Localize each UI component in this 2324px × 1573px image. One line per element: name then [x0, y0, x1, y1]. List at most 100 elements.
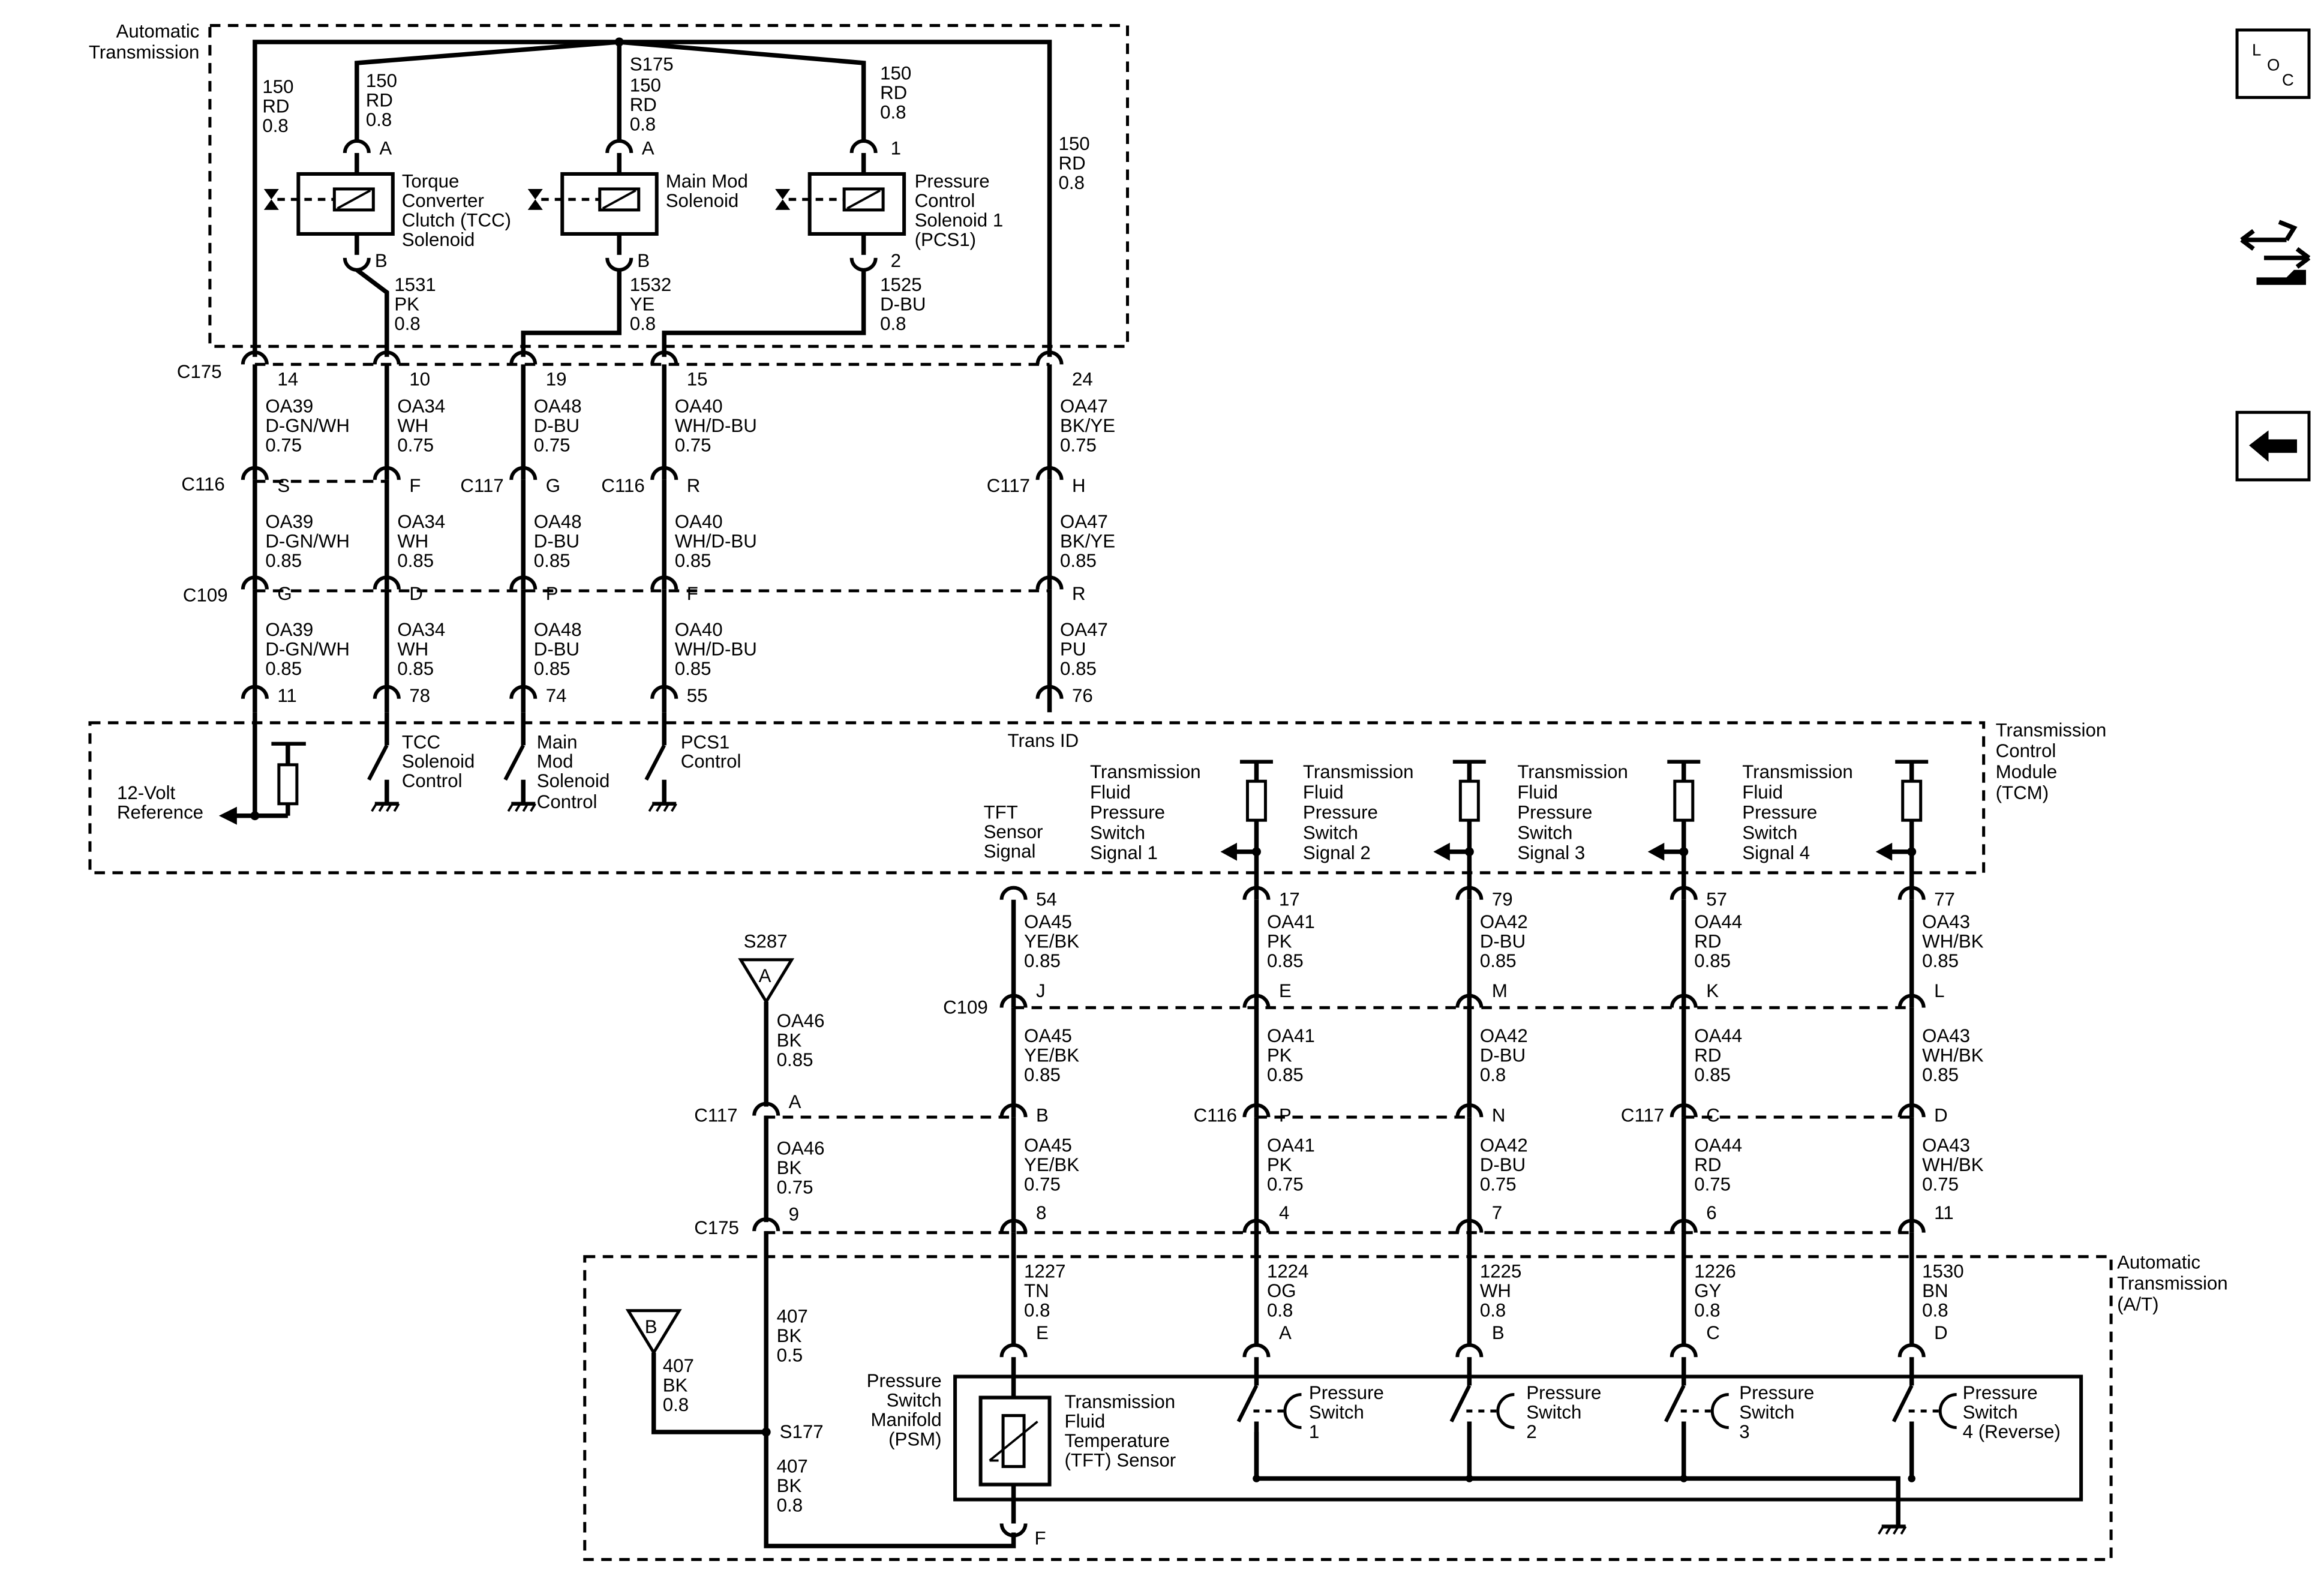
c109-cavity [999, 993, 1028, 1008]
pressure-signal-line-3: Switch [1517, 822, 1572, 843]
svg-text:Main Mod: Main Mod [666, 170, 748, 191]
svg-text:0.8: 0.8 [880, 313, 906, 334]
svg-text:150: 150 [630, 74, 661, 95]
tcm-cavity [1035, 685, 1064, 699]
svg-text:1532: 1532 [630, 274, 671, 295]
mid-pin: G [546, 475, 560, 496]
lower-seg3-label-line-0: OA44 [1694, 1135, 1742, 1156]
pressure-signal-line-3: Switch [1303, 822, 1358, 843]
tcc-pin-top: A [379, 137, 392, 158]
main-mod-solenoid-label: Main Mod Solenoid [666, 170, 748, 211]
ground-c175-pin: 9 [789, 1204, 799, 1225]
svg-text:0.8: 0.8 [630, 113, 656, 134]
mid-cavity [1897, 1103, 1926, 1118]
upper-seg3-label-line-1: D-GN/WH [265, 638, 350, 659]
svg-text:PK: PK [394, 293, 419, 314]
lower-seg4-label-line-2: 0.8 [1024, 1300, 1050, 1321]
upper-seg1-label-line-1: D-BU [534, 415, 580, 436]
svg-text:0.8: 0.8 [1059, 172, 1085, 193]
lower-seg2-label-line-1: WH/BK [1922, 1045, 1984, 1066]
mid-cavity [509, 466, 538, 481]
connector-tools-icon[interactable] [2240, 220, 2311, 285]
upper-seg2-label-line-1: BK/YE [1060, 530, 1115, 551]
lower-seg3-label-line-1: YE/BK [1024, 1154, 1079, 1175]
flag-b-letter: B [645, 1316, 657, 1337]
tcc-control-switch [367, 712, 400, 812]
lower-seg2-label-line-0: OA41 [1267, 1025, 1315, 1046]
upper-circuit-2: 19GP74C117OA48D-BU0.75OA48D-BU0.85OA48D-… [460, 350, 582, 713]
c117-lower-name-a: C117 [694, 1105, 737, 1126]
psm-pin: D [1934, 1322, 1948, 1343]
upper-seg2-label-line-0: OA48 [534, 511, 582, 532]
c175-pin: 10 [409, 368, 430, 389]
lower-seg2-label-line-0: OA43 [1922, 1025, 1970, 1046]
svg-text:0.75: 0.75 [777, 1177, 813, 1198]
svg-text:Pressure: Pressure [915, 170, 990, 191]
lower-seg3-label-line-0: OA42 [1480, 1135, 1528, 1156]
c109-pin: K [1706, 980, 1719, 1001]
upper-seg3-label-line-0: OA39 [265, 619, 313, 640]
pcs-control-switch [644, 712, 677, 812]
ground-seg2-label: OA46 BK 0.75 [777, 1138, 825, 1198]
pressure-signal-line-3: Switch [1090, 822, 1145, 843]
c109-upper-name: C109 [183, 584, 228, 605]
c109-pin: M [1492, 980, 1508, 1001]
svg-text:407: 407 [777, 1306, 808, 1327]
svg-text:Pressure: Pressure [867, 1370, 942, 1391]
c109-cavity [1897, 993, 1926, 1008]
main-mod-solenoid [521, 139, 659, 357]
upper-seg1-label-line-1: WH [397, 415, 428, 436]
back-arrow-icon[interactable] [2235, 410, 2311, 482]
lower-seg3-label-line-2: 0.75 [1267, 1174, 1304, 1195]
mid-pin: D [1934, 1105, 1948, 1126]
pressure-switch-line-0: Pressure [1739, 1382, 1814, 1403]
lower-seg3-label-line-0: OA43 [1922, 1135, 1970, 1156]
c109-cavity [1455, 993, 1484, 1008]
mid-pin: H [1072, 475, 1086, 496]
c175-pin: 19 [546, 368, 567, 389]
svg-text:TCC: TCC [402, 731, 440, 752]
pressure-switch-line-0: Pressure [1526, 1382, 1601, 1403]
upper-seg2-label-line-0: OA39 [265, 511, 313, 532]
c109-cavity [650, 575, 678, 590]
lower-seg2-label-line-1: RD [1694, 1045, 1721, 1066]
mid-pin: R [687, 475, 701, 496]
svg-text:150: 150 [1059, 133, 1090, 154]
tcm-pin: 54 [1036, 889, 1057, 910]
loc-letter-o: O [2267, 55, 2280, 74]
lower-seg3-label-line-2: 0.75 [1480, 1174, 1517, 1195]
upper-circuit-3: 15RF55C116OA40WH/D-BU0.75OA40WH/D-BU0.85… [601, 350, 757, 713]
svg-text:RD: RD [262, 95, 289, 116]
lower-seg3-label-line-2: 0.75 [1694, 1174, 1731, 1195]
c109-cavity [1242, 993, 1271, 1008]
mid-cavity [1455, 1103, 1484, 1118]
pressure-signal-line-0: Transmission [1303, 761, 1414, 782]
pressure-signal-line-2: Pressure [1090, 802, 1165, 823]
psm-ground [1878, 1524, 1907, 1535]
svg-text:Converter: Converter [402, 190, 484, 211]
lower-seg4-label-line-1: GY [1694, 1280, 1721, 1301]
pcs1-solenoid [662, 139, 906, 357]
pressure-signal-line-1: Fluid [1303, 782, 1344, 803]
c175-pin: 8 [1036, 1202, 1046, 1223]
lower-seg4-label-line-2: 0.8 [1694, 1300, 1720, 1321]
loc-icon[interactable]: L O C [2235, 28, 2311, 99]
ground-c117-connector [752, 1101, 780, 1223]
loc-letter-c: C [2282, 70, 2294, 89]
upper-seg3-label-line-0: OA47 [1060, 619, 1108, 640]
lower-seg3-label-line-1: WH/BK [1922, 1154, 1984, 1175]
c175-cavity [999, 1218, 1028, 1233]
pressure-signal-line-3: Switch [1742, 822, 1797, 843]
c175-pin: 11 [1934, 1202, 1953, 1223]
pressure-signal-line-2: Pressure [1742, 802, 1817, 823]
lower-seg1-label-line-0: OA44 [1694, 911, 1742, 932]
c175-pin: 4 [1279, 1202, 1289, 1223]
